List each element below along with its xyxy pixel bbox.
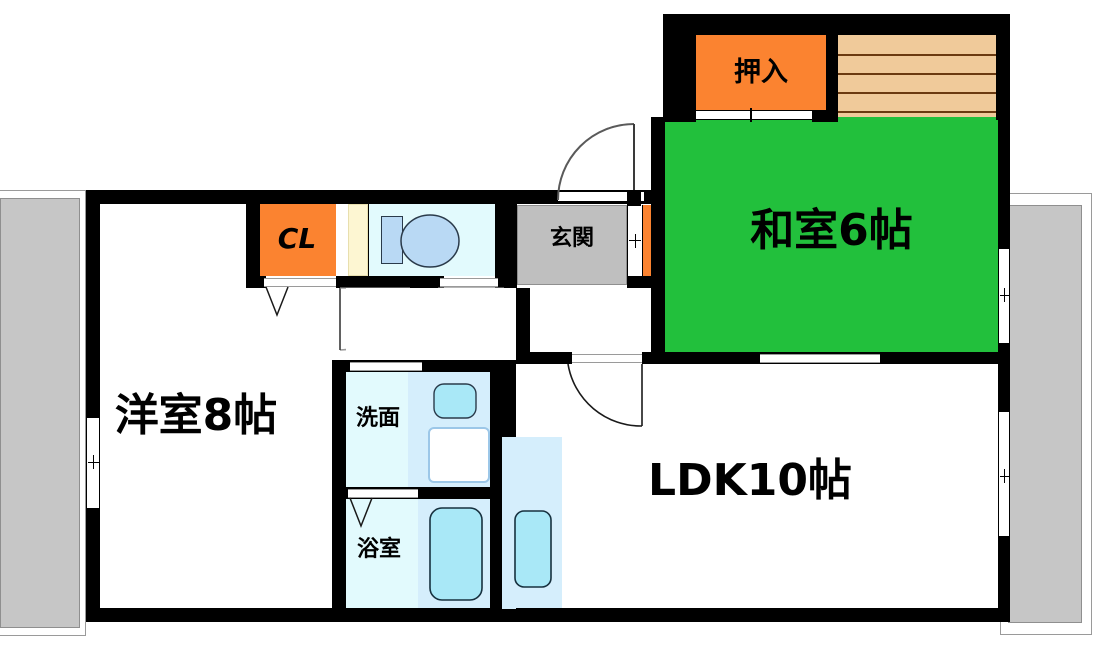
western-room-floor bbox=[100, 204, 246, 608]
ldk-label: LDK10帖 bbox=[648, 455, 852, 506]
ldk-floor bbox=[562, 364, 998, 608]
balcony-right bbox=[1008, 205, 1082, 623]
shelf-line bbox=[838, 111, 996, 113]
wall-hall-ldk-top bbox=[516, 352, 572, 364]
wall-entry-far-right bbox=[651, 190, 665, 288]
entrance-label: 玄関 bbox=[549, 226, 594, 251]
closet-oshiire-label: 押入 bbox=[734, 56, 788, 88]
wall-western-bottom bbox=[86, 608, 346, 622]
wall-oshiire-divider bbox=[826, 35, 838, 117]
shelf-line bbox=[838, 54, 996, 56]
balcony-left bbox=[0, 198, 80, 628]
window-ldk-right-mark bbox=[1004, 469, 1005, 483]
utility-strip bbox=[348, 204, 368, 276]
shelf-upper bbox=[838, 35, 996, 117]
opening-cl-door bbox=[264, 278, 336, 287]
wall-cl-bottom-left bbox=[246, 276, 266, 288]
balcony-right-rail bbox=[1000, 193, 1092, 635]
wall-ldk-bottom bbox=[516, 608, 1010, 622]
shelf-line bbox=[838, 92, 996, 94]
western-room-label: 洋室8帖 bbox=[114, 390, 278, 441]
entrance-door-opening bbox=[558, 192, 644, 201]
wall-western-left-lower bbox=[86, 505, 100, 621]
opening-bathroom-door bbox=[348, 489, 418, 498]
wall-under-oshiire-right bbox=[812, 110, 838, 122]
entrance-floor bbox=[517, 205, 627, 285]
opening-tatami-ldk bbox=[760, 354, 880, 363]
wall-bathroom-bottom bbox=[346, 608, 516, 622]
wall-ldk-right-upper bbox=[998, 364, 1010, 414]
wall-cl-left bbox=[246, 190, 260, 288]
wall-right-top bbox=[996, 14, 1010, 120]
wall-hall-ldk-top-right bbox=[642, 352, 664, 364]
toilet-bowl-icon bbox=[400, 214, 460, 268]
cl-folding-door-icon bbox=[265, 286, 289, 318]
wall-ldk-left-upper bbox=[516, 288, 530, 364]
balcony-left-rail bbox=[0, 190, 86, 636]
oshiire-door-divider bbox=[750, 108, 752, 122]
bathroom-folding-door-icon bbox=[349, 497, 373, 529]
closet-cl-label: CL bbox=[277, 222, 317, 255]
wall-toilet-bottom-left bbox=[336, 276, 444, 288]
ldk-door-arc bbox=[567, 363, 643, 427]
wall-toilet-right bbox=[495, 190, 517, 288]
opening-toilet-door bbox=[440, 278, 498, 287]
bathroom-label: 浴室 bbox=[356, 537, 401, 562]
opening-washroom-door bbox=[350, 362, 422, 371]
wall-western-left bbox=[86, 190, 100, 420]
wall-western-right bbox=[332, 360, 346, 622]
entrance-door-arc bbox=[557, 123, 635, 201]
wall-toilet-top bbox=[88, 190, 508, 204]
wall-ldk-right-lower bbox=[998, 536, 1010, 622]
opening-ldk-door bbox=[568, 354, 648, 363]
shelf-line bbox=[838, 73, 996, 75]
japanese-room-label: 和室6帖 bbox=[750, 205, 913, 256]
closet-cl bbox=[258, 204, 336, 276]
hallway-floor bbox=[346, 288, 516, 360]
washroom-label: 洗面 bbox=[355, 406, 400, 431]
bathtub-icon bbox=[429, 507, 483, 601]
window-western-mark bbox=[93, 455, 94, 469]
wall-top-closet-block bbox=[663, 14, 1000, 35]
entry-side-window-mark bbox=[635, 234, 636, 248]
vanity-cabinet bbox=[428, 427, 490, 483]
closet-oshiire bbox=[696, 35, 826, 110]
wall-left-of-oshiire bbox=[663, 14, 696, 120]
wash-basin-icon bbox=[433, 383, 477, 419]
kitchen-sink-icon bbox=[514, 510, 552, 588]
japanese-room-floor bbox=[663, 117, 1000, 359]
window-tatami-right-mark bbox=[1004, 288, 1005, 302]
wall-entry-right bbox=[627, 190, 641, 206]
wall-tatami-right bbox=[998, 117, 1010, 252]
wall-under-oshiire bbox=[663, 110, 696, 122]
